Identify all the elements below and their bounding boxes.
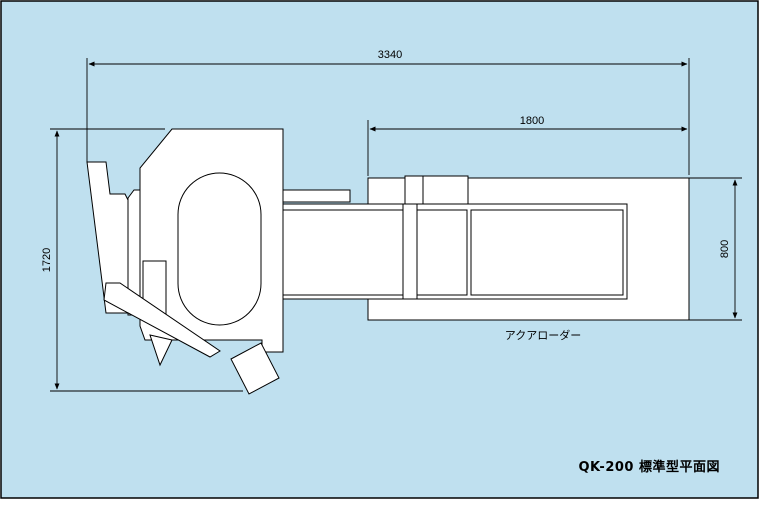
drawing-title: QK-200 標準型平面図: [578, 459, 720, 475]
dim-overall-width-label: 1720: [41, 248, 53, 272]
loader-top-block-1: [404, 175, 424, 205]
angled-arm: [103, 282, 221, 358]
aqua-loader: [282, 175, 690, 321]
dim-loader-width-label: 800: [719, 240, 731, 258]
loader-top-block-2: [422, 175, 469, 205]
chamber-window: [177, 172, 262, 326]
loader-tray: [470, 209, 624, 296]
foot-block: [149, 334, 173, 367]
machine-body: [86, 128, 284, 395]
conveyor-connector: [282, 189, 351, 203]
tilted-box: [230, 342, 280, 395]
loader-label: アクアローダー: [505, 328, 581, 342]
conveyor-inner: [282, 209, 404, 296]
dim-overall-length-label: 3340: [378, 49, 402, 61]
slider-block: [402, 203, 418, 300]
left-door-panel: [86, 161, 129, 314]
dimension-lines: [50, 58, 742, 392]
slider-bar: [416, 209, 468, 296]
dim-loader-length-label: 1800: [520, 115, 544, 127]
